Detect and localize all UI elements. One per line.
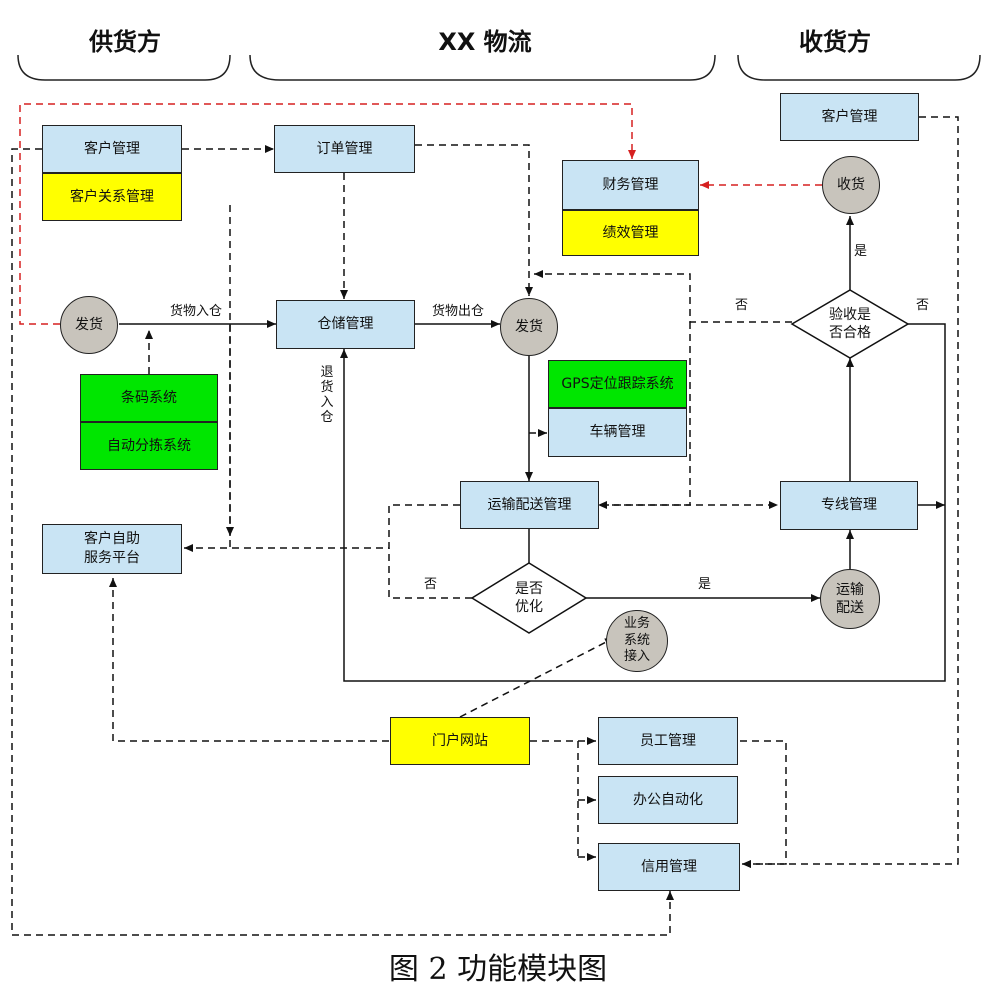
label-no-inspection-left: 否: [735, 298, 749, 313]
lane-title-receiver: 收货方: [799, 28, 871, 56]
node-optimize-decision: 是否 优化: [515, 580, 543, 615]
edge-portal-to-self-service: [109, 578, 389, 742]
edge-order-to-ship: [415, 144, 533, 296]
edge-transport-to-self-service: [184, 504, 460, 552]
edge-decision-no: [388, 548, 472, 599]
edge-portal-to-business: [459, 637, 615, 718]
node-office-automation: 办公自动化: [598, 776, 738, 824]
node-receiver-customer-mgmt: 客户管理: [780, 93, 919, 141]
node-transport-delivery: 运输 配送: [820, 569, 880, 629]
lane-title-logistics: XX 物流: [438, 28, 532, 56]
label-no-optimize: 否: [424, 577, 438, 592]
node-portal: 门户网站: [390, 717, 530, 765]
node-customer-mgmt: 客户管理: [42, 125, 182, 173]
node-self-service-platform: 客户自助 服务平台: [42, 524, 182, 574]
label-no-inspection-right: 否: [916, 298, 930, 313]
lane-bracket-receiver: [737, 54, 981, 81]
node-finance-mgmt: 财务管理: [562, 160, 699, 210]
node-inspection-decision: 验收是 否合格: [829, 306, 871, 341]
node-transport-mgmt: 运输配送管理: [460, 481, 599, 529]
node-auto-sort-system: 自动分拣系统: [80, 422, 218, 470]
node-order-mgmt: 订单管理: [274, 125, 415, 173]
node-staff-mgmt: 员工管理: [598, 717, 738, 765]
label-goods-in: 货物入仓: [170, 304, 223, 319]
label-return-in: 退货入仓: [320, 365, 334, 425]
edge-receiver-customer-to-credit: [742, 116, 959, 868]
lane-bracket-supplier: [17, 54, 231, 81]
node-receive: 收货: [822, 156, 880, 214]
node-ship-supplier: 发货: [60, 296, 118, 354]
lane-bracket-logistics: [249, 54, 716, 81]
decision-optimize-shape: [470, 562, 588, 634]
node-gps-system: GPS定位跟踪系统: [548, 360, 687, 408]
node-barcode-system: 条码系统: [80, 374, 218, 422]
edge-inspection-no-to-ship: [534, 270, 792, 323]
edge-inspection-return-loop: [340, 323, 946, 682]
figure-caption: 图 2 功能模块图: [388, 952, 608, 987]
node-warehouse-mgmt: 仓储管理: [276, 300, 415, 349]
node-performance-mgmt: 绩效管理: [562, 210, 699, 256]
edge-ship-to-finance-red: [19, 103, 636, 325]
node-credit-mgmt: 信用管理: [598, 843, 740, 891]
node-customer-relation-mgmt: 客户关系管理: [42, 173, 182, 221]
decision-inspection-shape: [790, 289, 910, 359]
label-goods-out: 货物出仓: [432, 304, 485, 319]
node-business-access: 业务 系统 接入: [606, 610, 668, 672]
node-ship-logistics: 发货: [500, 298, 558, 356]
edge-receiver-customer-left: [11, 148, 674, 936]
node-vehicle-mgmt: 车辆管理: [548, 408, 687, 457]
node-dedicated-line-mgmt: 专线管理: [780, 481, 918, 530]
edge-staff-to-credit: [740, 740, 787, 868]
label-yes-inspection: 是: [854, 244, 868, 259]
lane-title-supplier: 供货方: [89, 28, 161, 56]
label-yes-optimize: 是: [698, 577, 712, 592]
